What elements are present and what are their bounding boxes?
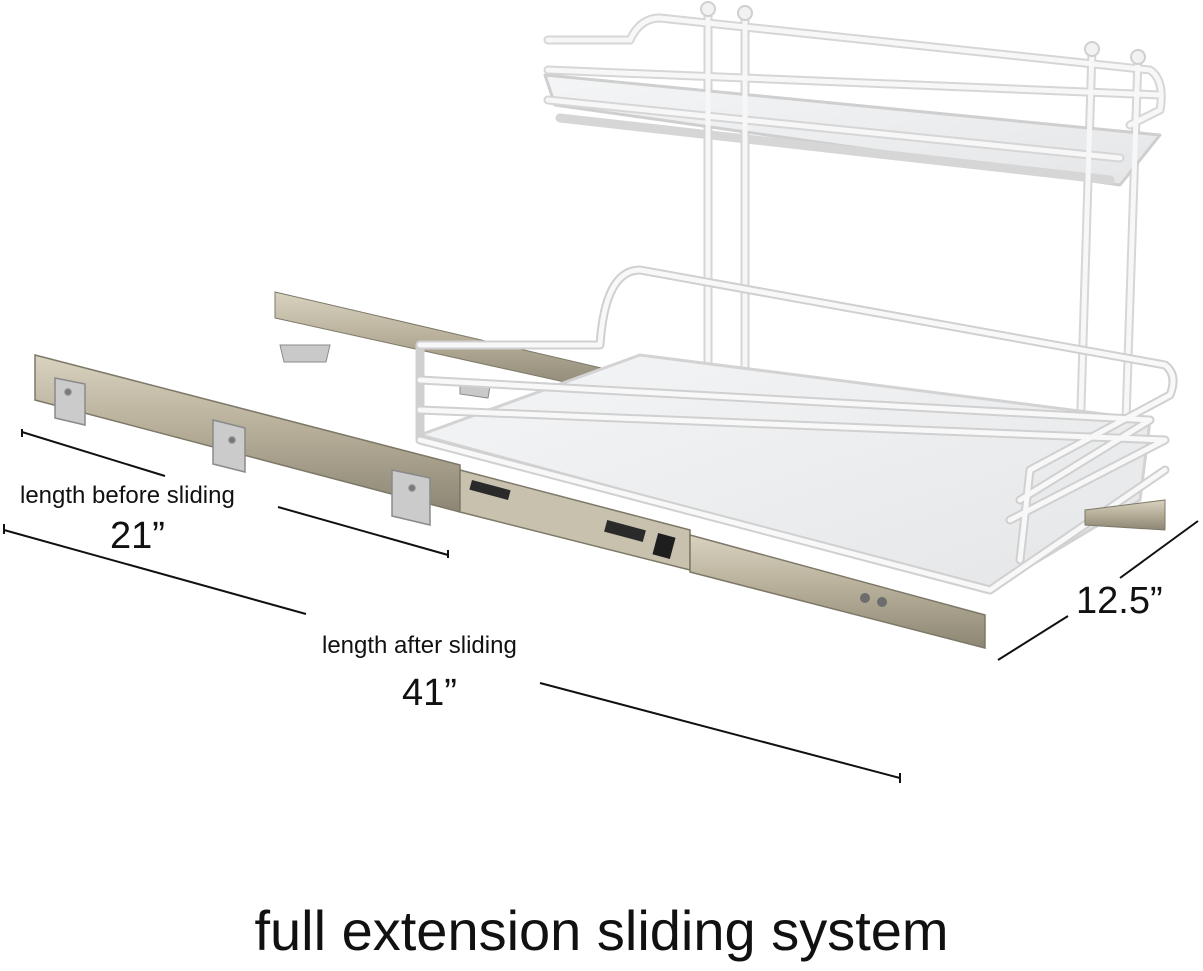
mounting-brackets [54,377,431,526]
dim-before-right [277,506,449,556]
post-knobs [700,1,1146,65]
dim-width-upper [1119,520,1199,579]
front-slide-rail [34,354,986,649]
dim-after-right [539,682,901,779]
length-before-label: length before sliding [20,482,235,509]
dim-before-left [21,431,166,477]
caption: full extension sliding system [254,899,949,962]
length-before-value: 21” [110,515,165,557]
length-after-label: length after sliding [322,632,517,659]
length-after-value: 41” [402,672,457,714]
dim-width-lower [997,615,1069,661]
dim-after-left [3,529,307,615]
lower-basket [415,265,1178,595]
width-value: 12.5” [1076,580,1163,622]
upper-shelf-highlight [545,7,1164,453]
dimension-lines [3,429,1199,783]
